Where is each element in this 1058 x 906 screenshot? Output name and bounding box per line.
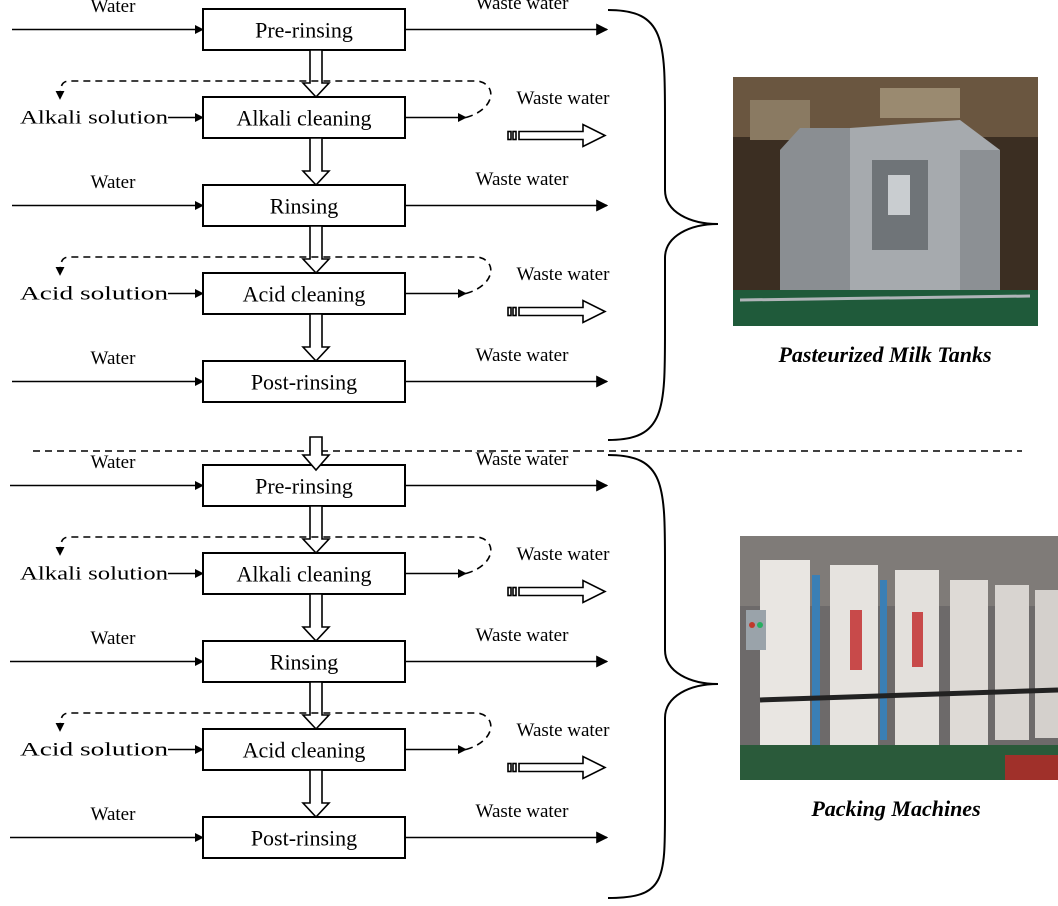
output-label: Waste water [517,544,611,565]
brace-pasteurized-milk-tanks [607,9,719,441]
input-label: Water [91,628,137,649]
step-down-arrow [301,225,331,275]
caption-packing-machines: Packing Machines [810,796,980,821]
photo-packing-machines [740,536,1058,780]
input-label: Water [91,452,137,473]
output-label: Waste water [476,0,570,14]
step-down-arrow [301,505,331,555]
step-1: Pre-rinsing Water Waste water [10,449,609,555]
step-1: Pre-rinsing Water Waste water [12,0,609,99]
input-label: Water [91,348,137,369]
photo-pasteurized-milk-tanks [733,77,1038,326]
step-label: Acid cleaning [243,738,366,763]
step-label: Post-rinsing [251,826,357,851]
brace-packing-machines [607,454,719,899]
step-label: Acid cleaning [243,282,366,307]
output-label: Waste water [517,88,611,109]
input-label: Alkali solution [20,108,169,129]
step-down-arrow [301,681,331,731]
step-down-arrow [301,137,331,187]
output-label: Waste water [476,801,570,822]
step-down-arrow [301,769,331,819]
discharge-arrow [507,755,607,780]
step-label: Pre-rinsing [255,18,353,43]
step-label: Rinsing [270,650,338,675]
step-down-arrow [301,313,331,363]
input-label: Water [91,172,137,193]
input-label: Water [91,0,137,17]
output-label: Waste water [517,264,611,285]
output-label: Waste water [476,345,570,366]
step-box [202,728,406,771]
step-label: Rinsing [270,194,338,219]
step-down-arrow [301,49,331,99]
step-down-arrow [301,593,331,643]
step-box [202,816,406,859]
step-5: Post-rinsing Water Waste water [12,345,609,403]
input-label: Acid solution [20,284,169,305]
discharge-arrow [507,123,607,148]
step-box [202,184,406,227]
step-3: Rinsing Water Waste water [10,625,609,731]
step-label: Pre-rinsing [255,474,353,499]
input-label: Water [91,804,137,825]
output-label: Waste water [476,169,570,190]
step-box [202,272,406,315]
output-label: Waste water [476,625,570,646]
step-3: Rinsing Water Waste water [12,169,609,275]
input-label: Alkali solution [20,564,169,585]
section-connector-arrow [301,436,331,472]
discharge-arrow [507,299,607,324]
input-label: Acid solution [20,740,169,761]
discharge-arrow [507,579,607,604]
step-label: Post-rinsing [251,370,357,395]
step-label: Alkali cleaning [236,562,371,587]
caption-pasteurized-milk-tanks: Pasteurized Milk Tanks [777,342,991,367]
output-label: Waste water [517,720,611,741]
step-label: Alkali cleaning [236,106,371,131]
output-label: Waste water [476,449,570,470]
step-5: Post-rinsing Water Waste water [10,801,609,859]
